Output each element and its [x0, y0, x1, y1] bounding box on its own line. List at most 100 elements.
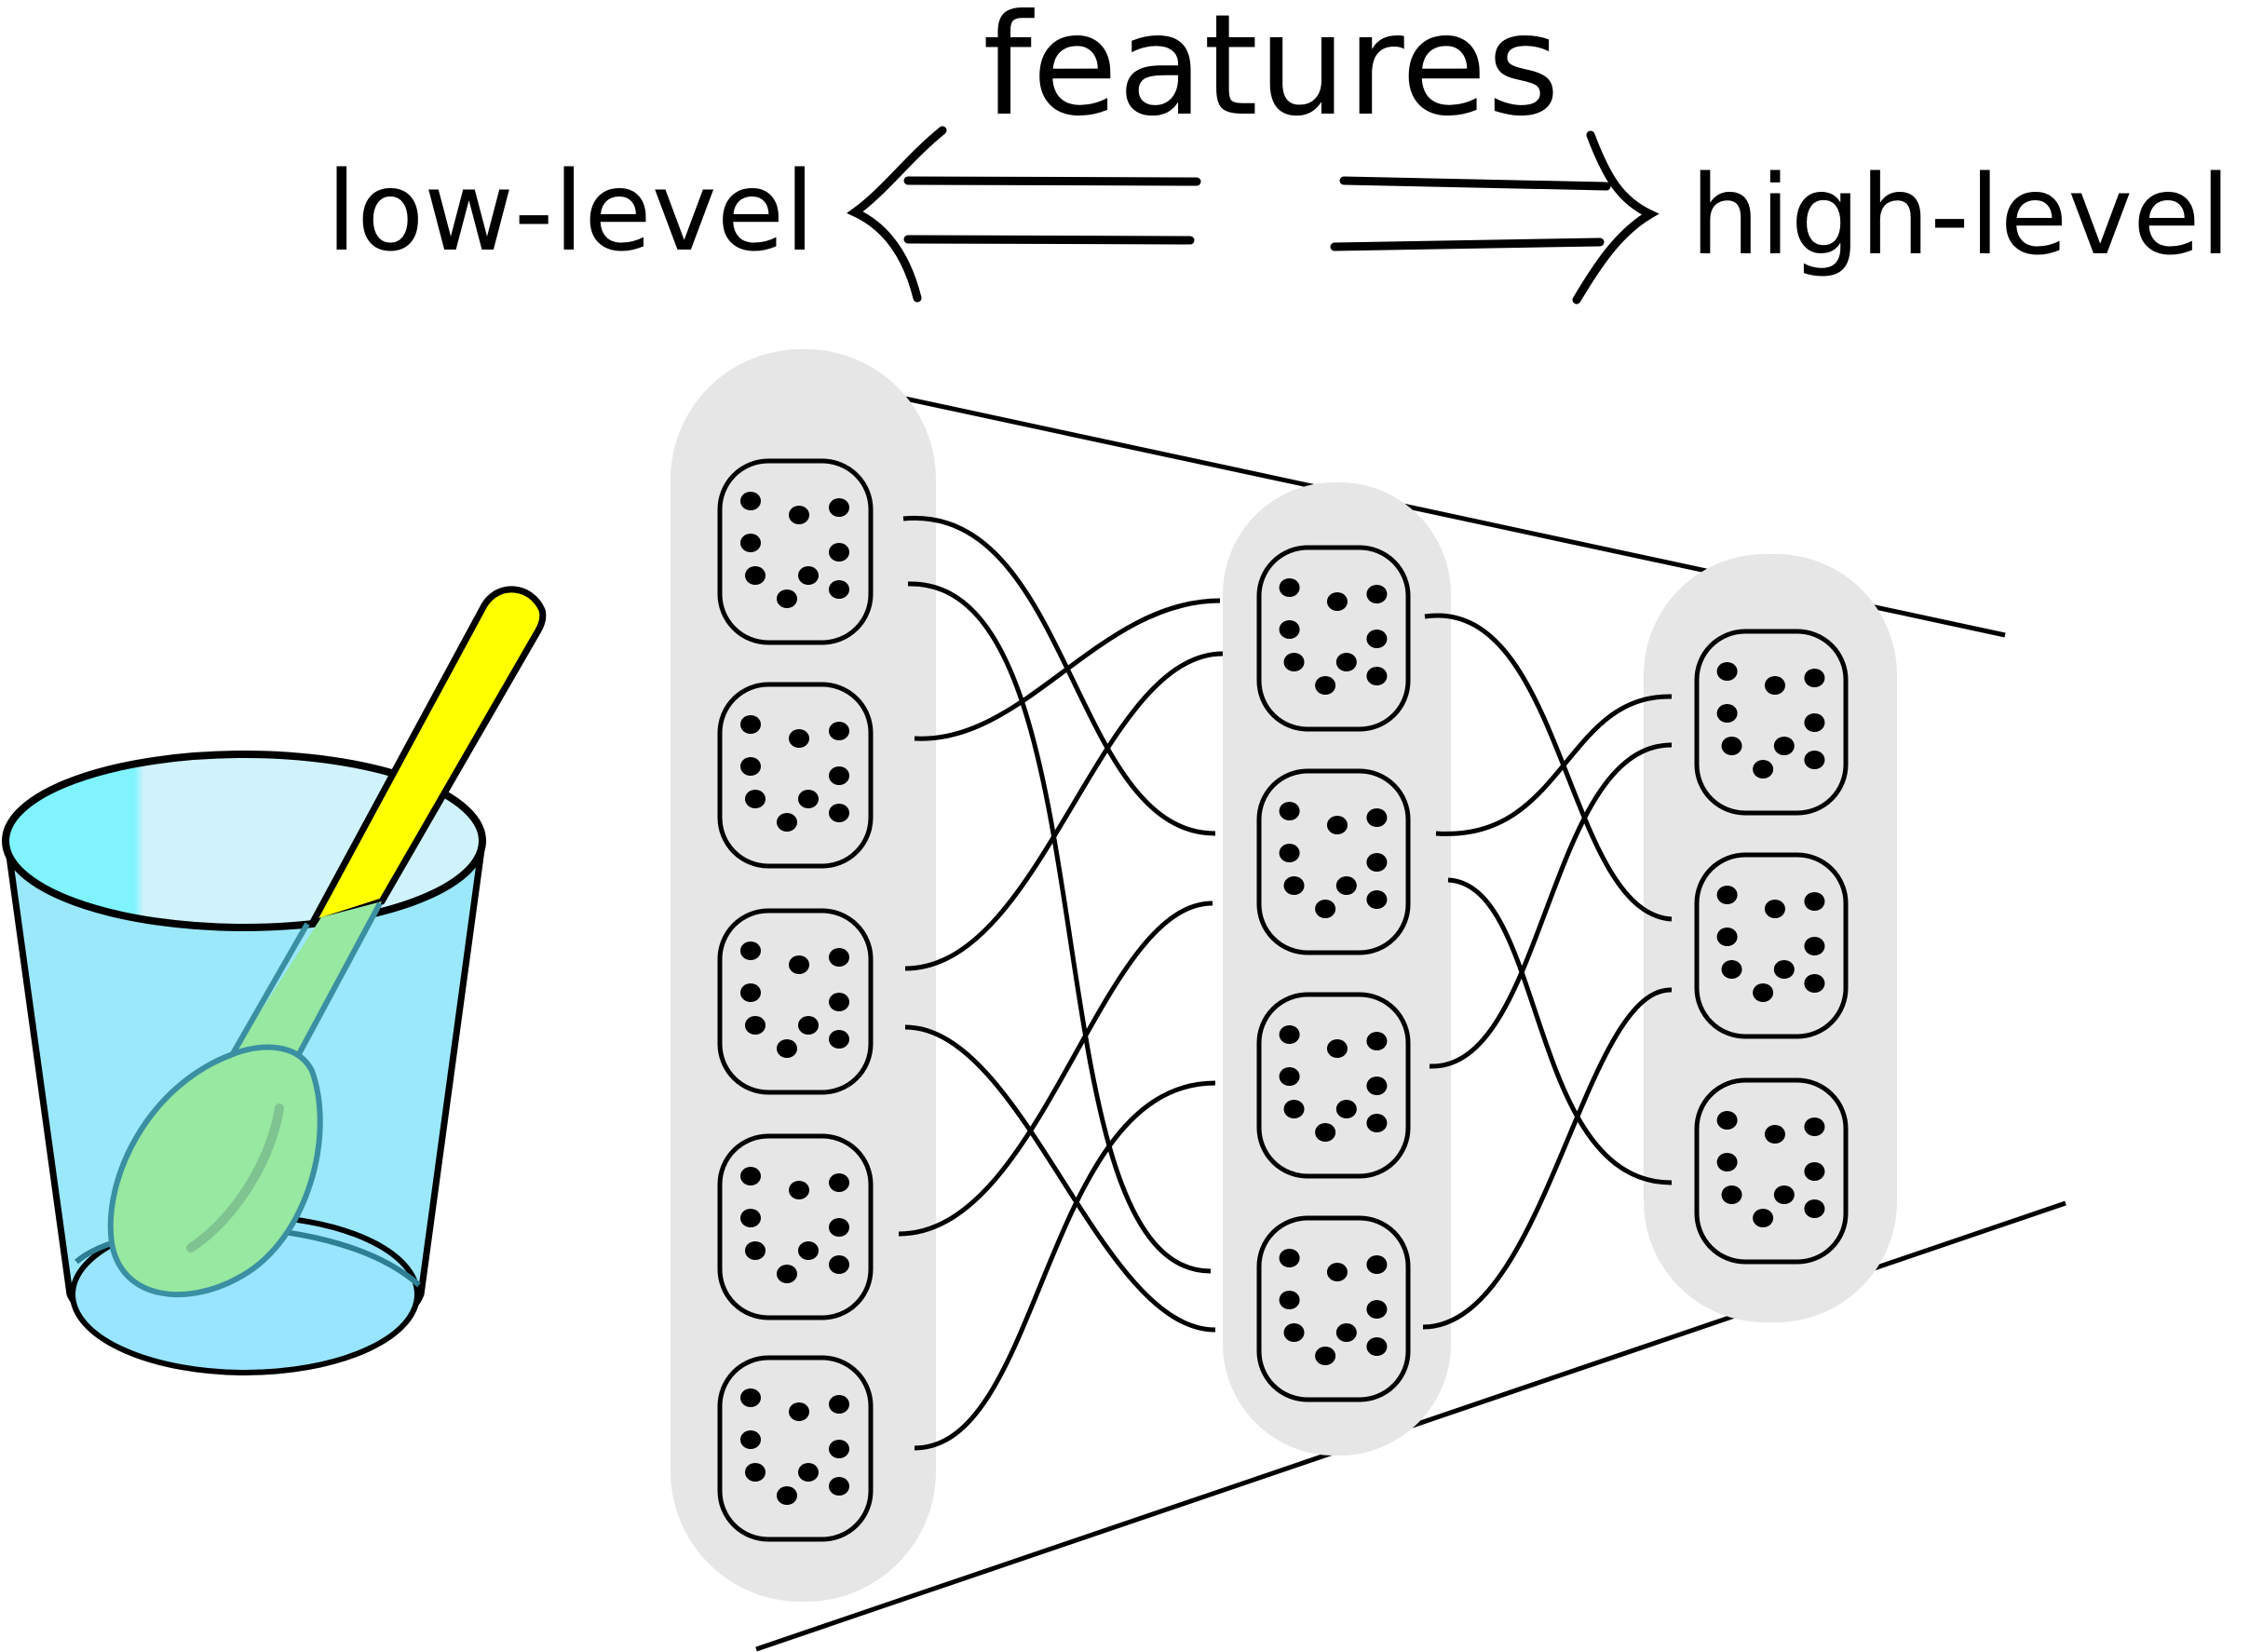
neuron-dot	[1366, 585, 1388, 603]
neuron-dot	[740, 757, 761, 776]
neuron-unit	[1694, 852, 1849, 1039]
neuron-dot	[1335, 653, 1357, 671]
neuron-dot	[789, 506, 809, 524]
neuron-dot	[1804, 1117, 1825, 1136]
neuron-dot	[1315, 1347, 1336, 1365]
neuron-dot	[1716, 662, 1738, 681]
neuron-dot	[777, 589, 797, 608]
neuron-dot	[1315, 676, 1336, 695]
title-features: features	[982, 0, 1560, 147]
neuron-dot	[1279, 802, 1300, 820]
connection	[904, 1024, 1216, 1333]
neuron-unit	[1256, 768, 1411, 955]
neuron-dot	[740, 1430, 761, 1449]
neuron-dot	[777, 1265, 797, 1283]
neuron-dot	[1366, 890, 1388, 909]
neuron-units	[717, 458, 1849, 1542]
cup-icon	[2, 586, 547, 1375]
neuron-dot	[1716, 886, 1738, 904]
neuron-dot	[740, 492, 761, 510]
neuron-dot	[829, 1030, 849, 1049]
neuron-dot	[829, 543, 849, 562]
neuron-dot	[829, 766, 849, 785]
neuron-dot	[1721, 737, 1742, 755]
neuron-dot	[829, 948, 849, 967]
neuron-dot	[1764, 900, 1785, 918]
neuron-dot	[798, 566, 819, 585]
neuron-dot	[1804, 751, 1825, 769]
neuron-dot	[1326, 1039, 1348, 1058]
neuron-dot	[1366, 630, 1388, 648]
neuron-dot	[777, 1486, 797, 1505]
neuron-dot	[1804, 937, 1825, 955]
neuron-dot	[740, 1209, 761, 1227]
neuron-unit	[717, 458, 874, 645]
layer-2-background	[1223, 482, 1451, 1456]
neuron-dot	[1804, 669, 1825, 687]
neuron-unit	[1256, 1215, 1411, 1402]
neuron-dot	[740, 1167, 761, 1185]
connection	[1422, 987, 1673, 1330]
neuron-dot	[1753, 760, 1774, 779]
neuron-dot	[1279, 578, 1300, 597]
neuron-dot	[798, 1463, 819, 1482]
neuron-dot	[1773, 737, 1795, 755]
neuron-dot	[1283, 876, 1305, 895]
neuron-dot	[829, 1477, 849, 1496]
neuron-dot	[1716, 704, 1738, 723]
connection	[898, 900, 1213, 1237]
neuron-unit	[717, 1355, 874, 1542]
neuron-dot	[1716, 1111, 1738, 1130]
label-low-level: low-level	[326, 147, 815, 276]
neuron-dot	[1279, 1291, 1300, 1309]
neuron-dot	[829, 993, 849, 1011]
neuron-dot	[745, 1016, 766, 1035]
spoon-icon	[107, 586, 547, 1298]
neuron-dot	[829, 1395, 849, 1414]
connection	[1424, 613, 1673, 922]
label-high-level: high-level	[1690, 151, 2230, 279]
arrow-left-icon	[847, 126, 1201, 303]
neuron-dot	[1764, 1125, 1785, 1144]
neuron-dot	[745, 566, 766, 585]
neuron-dot	[1335, 1100, 1357, 1118]
neuron-unit	[1256, 545, 1411, 732]
neuron-dot	[789, 729, 809, 748]
neuron-dot	[1366, 1255, 1388, 1274]
arrow-right-icon	[1330, 130, 1660, 305]
neuron-dot	[777, 1039, 797, 1058]
neuron-dot	[1804, 974, 1825, 993]
neuron-dot	[1753, 983, 1774, 1002]
neuron-dot	[1326, 1263, 1348, 1281]
neuron-dot	[777, 813, 797, 832]
neuron-dot	[1804, 713, 1825, 732]
neuron-dot	[829, 722, 849, 740]
neuron-dot	[1279, 1025, 1300, 1044]
neuron-dot	[1366, 1077, 1388, 1095]
connections	[898, 516, 1673, 1451]
neuron-dot	[1716, 928, 1738, 946]
neuron-unit	[717, 908, 874, 1095]
neuron-dot	[1721, 960, 1742, 979]
neuron-dot	[745, 1463, 766, 1482]
neuron-dot	[1773, 960, 1795, 979]
neuron-dot	[829, 580, 849, 599]
neuron-dot	[1283, 1100, 1305, 1118]
neuron-dot	[1335, 876, 1357, 895]
neuron-dot	[1721, 1185, 1742, 1204]
neuron-dot	[1279, 1249, 1300, 1267]
neuron-dot	[1279, 844, 1300, 862]
neuron-dot	[798, 790, 819, 808]
neuron-dot	[740, 983, 761, 1002]
connection	[914, 1080, 1216, 1451]
neuron-dot	[1283, 653, 1305, 671]
neuron-dot	[740, 534, 761, 552]
neuron-dot	[798, 1241, 819, 1260]
neuron-dot	[1326, 816, 1348, 834]
neuron-dot	[1753, 1209, 1774, 1227]
neuron-dot	[745, 1241, 766, 1260]
connection	[1435, 694, 1673, 836]
neuron-dot	[829, 804, 849, 822]
neuron-dot	[1315, 1123, 1336, 1142]
neuron-dot	[1764, 676, 1785, 695]
